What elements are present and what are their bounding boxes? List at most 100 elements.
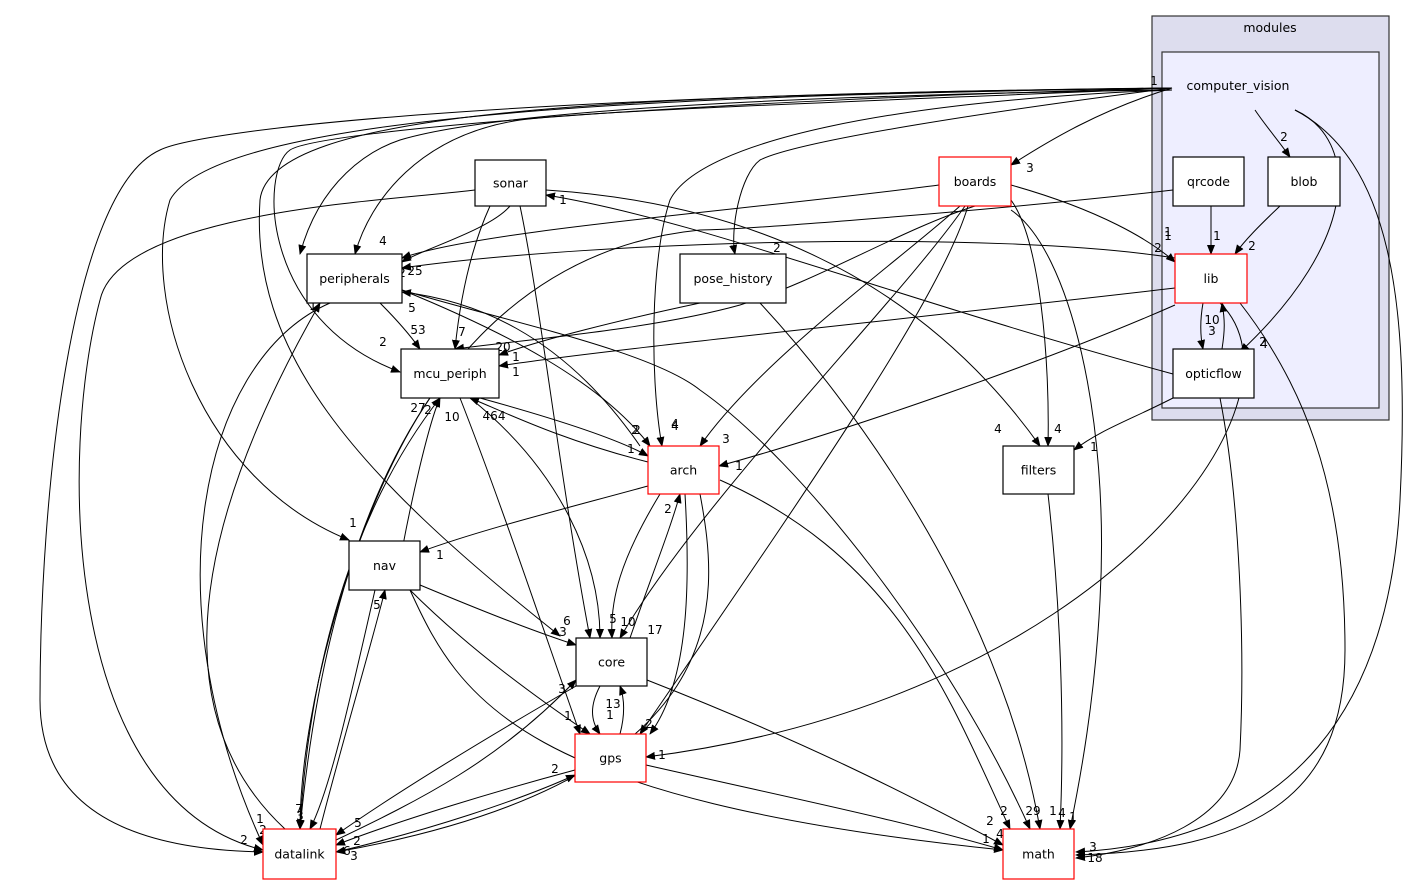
edge-14 xyxy=(519,205,593,639)
edge-label: 1 xyxy=(1049,804,1057,818)
node-box[interactable] xyxy=(348,540,421,591)
edge-label: 4 xyxy=(996,827,1004,841)
edge-12 xyxy=(401,205,511,263)
node-box[interactable] xyxy=(1002,828,1075,880)
edge-label: 4 xyxy=(1058,806,1066,820)
node-qrcode[interactable]: qrcode xyxy=(1172,156,1245,207)
node-box[interactable] xyxy=(1267,156,1341,207)
node-nav[interactable]: nav xyxy=(348,540,421,591)
node-box[interactable] xyxy=(1172,156,1245,207)
edge-label: 3 xyxy=(1026,161,1034,175)
edge-label: 2 xyxy=(664,502,672,516)
node-box[interactable] xyxy=(574,733,647,783)
edge-53 xyxy=(649,493,688,735)
edge-label: 4 xyxy=(994,422,1002,436)
node-box[interactable] xyxy=(306,253,403,304)
edge-label: 2 xyxy=(551,762,559,776)
node-label: math xyxy=(1022,847,1055,862)
edge-label: 1 xyxy=(256,812,264,826)
edge-13 xyxy=(451,205,491,350)
edge-7 xyxy=(653,89,1173,447)
node-box[interactable] xyxy=(1174,253,1248,304)
node-datalink[interactable]: datalink xyxy=(262,828,337,880)
edge-6 xyxy=(298,89,1173,255)
edge-label: 6 xyxy=(343,844,351,858)
edge-3 xyxy=(1254,109,1291,158)
cluster-label[interactable]: computer_vision xyxy=(1187,78,1290,93)
node-label: sonar xyxy=(493,176,529,191)
edge-15 xyxy=(545,189,1041,447)
edge-39 xyxy=(1075,302,1346,859)
edge-label: 4 xyxy=(671,417,679,431)
node-box[interactable] xyxy=(938,156,1012,207)
edge-22 xyxy=(1010,199,1053,447)
edge-60 xyxy=(309,589,376,830)
edge-label: 1 xyxy=(1069,810,1077,824)
node-opticflow[interactable]: opticflow xyxy=(1172,348,1255,399)
edge-5 xyxy=(1075,109,1403,856)
edge-31 xyxy=(199,302,331,846)
cluster-label[interactable]: modules xyxy=(1243,20,1296,35)
edge-27 xyxy=(1234,205,1281,255)
edge-label: 1 xyxy=(1150,74,1158,88)
edge-67 xyxy=(645,764,1004,852)
node-box[interactable] xyxy=(262,828,337,880)
node-mcu-periph[interactable]: mcu_periph xyxy=(400,348,500,399)
edge-label: 1 xyxy=(1213,229,1221,243)
edge-label: 7 xyxy=(458,325,466,339)
edge-34 xyxy=(759,302,1043,830)
node-label: peripherals xyxy=(319,271,390,286)
edge-30 xyxy=(401,289,651,447)
edge-label: 1 xyxy=(658,748,666,762)
node-gps[interactable]: gps xyxy=(574,733,647,783)
edge-32 xyxy=(401,240,1176,271)
edge-43 xyxy=(1075,397,1243,862)
edge-label: 5 xyxy=(408,301,416,315)
edge-label: 464 xyxy=(483,409,506,423)
edge-label: 5 xyxy=(373,598,381,612)
node-sonar[interactable]: sonar xyxy=(474,159,547,207)
node-box[interactable] xyxy=(1172,348,1255,399)
node-boards[interactable]: boards xyxy=(938,156,1012,207)
edge-label: 2 xyxy=(1259,335,1267,349)
node-label: opticflow xyxy=(1185,366,1242,381)
node-box[interactable] xyxy=(647,445,720,495)
node-core[interactable]: core xyxy=(575,637,648,687)
edge-label: 10 xyxy=(444,410,459,424)
edge-36 xyxy=(718,304,1176,468)
node-label: gps xyxy=(599,751,621,766)
edge-45 xyxy=(459,397,581,735)
edge-label: 3 xyxy=(296,809,304,823)
edge-71 xyxy=(206,302,321,830)
edge-64 xyxy=(629,493,682,639)
node-box[interactable] xyxy=(400,348,500,399)
edge-17 xyxy=(454,205,976,352)
node-box[interactable] xyxy=(679,253,787,304)
edge-label: 1 xyxy=(1164,225,1172,239)
node-blob[interactable]: blob xyxy=(1267,156,1341,207)
edge-55 xyxy=(1047,493,1065,830)
edge-28 xyxy=(379,302,421,350)
edge-label: 10 xyxy=(1204,313,1219,327)
edge-label: 2 xyxy=(633,423,641,437)
node-box[interactable] xyxy=(474,159,547,207)
edge-label: 1 xyxy=(1090,440,1098,454)
node-arch[interactable]: arch xyxy=(647,445,720,495)
node-box[interactable] xyxy=(575,637,648,687)
node-label: lib xyxy=(1204,271,1219,286)
edge-label: 6 xyxy=(563,614,571,628)
node-math[interactable]: math xyxy=(1002,828,1075,880)
node-label: core xyxy=(598,655,625,670)
node-box[interactable] xyxy=(1002,445,1075,495)
node-filters[interactable]: filters xyxy=(1002,445,1075,495)
node-peripherals[interactable]: peripherals xyxy=(306,253,403,304)
edge-label: 10 xyxy=(620,615,635,629)
node-lib[interactable]: lib xyxy=(1174,253,1248,304)
edge-33 xyxy=(498,302,701,356)
edge-label: 27 xyxy=(410,401,425,415)
node-label: blob xyxy=(1291,174,1318,189)
edge-label: 4 xyxy=(1054,422,1062,436)
node-pose-history[interactable]: pose_history xyxy=(679,253,787,304)
edge-label: 17 xyxy=(647,623,662,637)
edge-47 xyxy=(469,397,604,639)
